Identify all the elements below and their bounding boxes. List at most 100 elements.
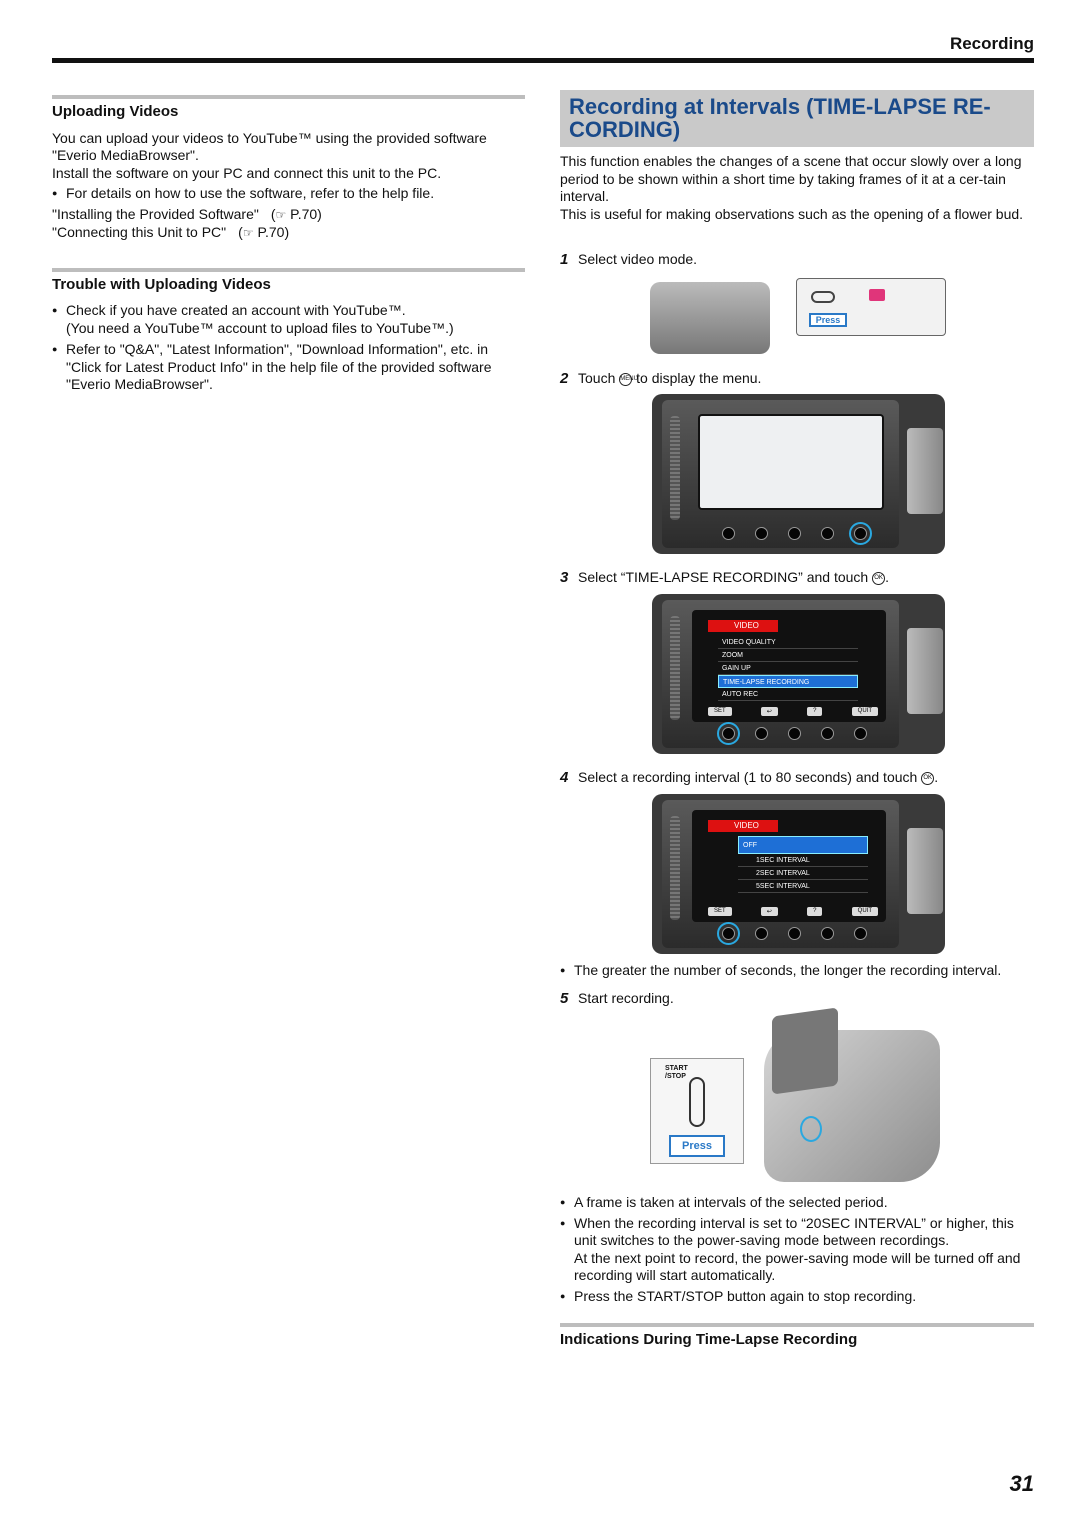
set-button[interactable]: SET bbox=[708, 907, 732, 916]
indications-heading: Indications During Time-Lapse Recording bbox=[560, 1323, 1034, 1348]
camera-screen-step4: VIDEO OFF 1SEC INTERVAL 2SEC INTERVAL 5S… bbox=[652, 794, 945, 954]
start-stop-button[interactable] bbox=[689, 1077, 705, 1127]
ok-button-icon: OK bbox=[872, 571, 886, 585]
button-2[interactable] bbox=[755, 527, 768, 540]
ok-button[interactable] bbox=[717, 922, 740, 945]
button-3[interactable] bbox=[788, 727, 801, 740]
ref-installing[interactable]: "Installing the Provided Software" (☞ P.… bbox=[52, 206, 525, 225]
menu-item-selected[interactable]: TIME-LAPSE RECORDING bbox=[718, 675, 858, 688]
step-2: 2 Touch MENU to display the menu. bbox=[560, 370, 762, 387]
interval-note: The greater the number of seconds, the l… bbox=[560, 962, 1034, 980]
back-button[interactable]: ↩ bbox=[760, 707, 778, 716]
submenu-item[interactable]: 5SEC INTERVAL bbox=[738, 880, 868, 893]
lcd-menu: VIDEO VIDEO QUALITY ZOOM GAIN UP TIME-LA… bbox=[692, 610, 886, 722]
menu-list: VIDEO QUALITY ZOOM GAIN UP TIME-LAPSE RE… bbox=[718, 636, 858, 701]
camera-screen-step2 bbox=[652, 394, 945, 554]
screen-hinge bbox=[907, 628, 943, 714]
ref-connecting-label: "Connecting this Unit to PC" bbox=[52, 224, 227, 240]
step-1: 1 Select video mode. bbox=[560, 251, 698, 268]
press-label: Press bbox=[809, 313, 847, 327]
page-number: 31 bbox=[1009, 1471, 1034, 1496]
screen-hinge bbox=[907, 828, 943, 914]
submenu-item[interactable]: 2SEC INTERVAL bbox=[738, 867, 868, 880]
press-label: Press bbox=[669, 1135, 725, 1157]
intro-2: This is useful for making observations s… bbox=[560, 205, 1024, 222]
note-frame: A frame is taken at intervals of the sel… bbox=[560, 1194, 1034, 1212]
menu-item[interactable]: ZOOM bbox=[718, 649, 858, 662]
slider-strip bbox=[670, 816, 680, 920]
submenu-item[interactable]: 1SEC INTERVAL bbox=[738, 854, 868, 867]
button-2[interactable] bbox=[755, 927, 768, 940]
start-stop-label: START /STOP bbox=[665, 1065, 688, 1080]
mode-zoom-box: Press bbox=[796, 278, 946, 336]
menu-footer: SET ↩ ? QUIT bbox=[708, 907, 878, 916]
ok-button[interactable] bbox=[722, 527, 735, 540]
uploading-p2: Install the software on your PC and conn… bbox=[52, 164, 442, 181]
camcorder-lcd bbox=[772, 1007, 838, 1095]
start-stop-highlight bbox=[800, 1116, 822, 1142]
menu-title: VIDEO bbox=[708, 620, 778, 632]
step-3: 3 Select “TIME-LAPSE RECORDING” and touc… bbox=[560, 569, 889, 586]
lcd-submenu: VIDEO OFF 1SEC INTERVAL 2SEC INTERVAL 5S… bbox=[692, 810, 886, 922]
menu-button[interactable] bbox=[849, 522, 872, 545]
start-stop-zoom-box: START /STOP Press bbox=[650, 1058, 744, 1164]
right-column: Recording at Intervals (TIME-LAPSE RE-CO… bbox=[560, 90, 1034, 223]
step-4: 4 Select a recording interval (1 to 80 s… bbox=[560, 769, 939, 786]
menu-button-icon: MENU bbox=[619, 372, 638, 386]
left-column: Uploading Videos You can upload your vid… bbox=[52, 95, 525, 394]
note-power-saving-2: At the next point to record, the power-s… bbox=[574, 1249, 1021, 1284]
uploading-p1: You can upload your videos to YouTube™ u… bbox=[52, 129, 487, 164]
recording-notes: A frame is taken at intervals of the sel… bbox=[560, 1194, 1034, 1305]
reference-icon: ☞ bbox=[242, 226, 254, 240]
note-power-saving: When the recording interval is set to “2… bbox=[560, 1215, 1034, 1250]
slider-strip bbox=[670, 416, 680, 520]
button-row bbox=[717, 922, 867, 945]
video-camera-icon bbox=[869, 289, 885, 301]
menu-footer: SET ↩ ? QUIT bbox=[708, 707, 878, 716]
button-3[interactable] bbox=[788, 527, 801, 540]
lcd-blank bbox=[698, 414, 884, 510]
button-3[interactable] bbox=[788, 927, 801, 940]
quit-button[interactable]: QUIT bbox=[851, 707, 878, 716]
header-rule bbox=[52, 58, 1034, 63]
button-row bbox=[717, 722, 867, 745]
camcorder-image bbox=[650, 282, 770, 354]
menu-item[interactable]: AUTO REC bbox=[718, 688, 858, 701]
help-button[interactable]: ? bbox=[807, 907, 823, 916]
back-button[interactable]: ↩ bbox=[760, 907, 778, 916]
menu-button[interactable] bbox=[854, 927, 867, 940]
button-4[interactable] bbox=[821, 727, 834, 740]
ref-connecting-page: (☞ P.70) bbox=[238, 224, 290, 240]
ok-button-icon: OK bbox=[921, 771, 935, 785]
menu-item[interactable]: VIDEO QUALITY bbox=[718, 636, 858, 649]
quit-button[interactable]: QUIT bbox=[851, 907, 878, 916]
uploading-bullet: For details on how to use the software, … bbox=[52, 185, 525, 203]
camera-screen-step3: VIDEO VIDEO QUALITY ZOOM GAIN UP TIME-LA… bbox=[652, 594, 945, 754]
section-title: Recording bbox=[949, 34, 1034, 53]
submenu-item-selected[interactable]: OFF bbox=[738, 836, 868, 854]
menu-title: VIDEO bbox=[708, 820, 778, 832]
help-button[interactable]: ? bbox=[807, 707, 823, 716]
slider-strip bbox=[670, 616, 680, 720]
screen-hinge bbox=[907, 428, 943, 514]
ref-connecting[interactable]: "Connecting this Unit to PC" (☞ P.70) bbox=[52, 224, 525, 243]
button-4[interactable] bbox=[821, 927, 834, 940]
menu-button[interactable] bbox=[854, 727, 867, 740]
ok-button[interactable] bbox=[717, 722, 740, 745]
ref-installing-label: "Installing the Provided Software" bbox=[52, 205, 259, 222]
reference-icon: ☞ bbox=[275, 207, 287, 222]
menu-item[interactable]: GAIN UP bbox=[718, 662, 858, 675]
intro-1: This function enables the changes of a s… bbox=[560, 153, 1022, 204]
start-recording-illustration: START /STOP Press bbox=[648, 1007, 946, 1186]
ref-installing-page: (☞ P.70) bbox=[270, 205, 322, 222]
button-2[interactable] bbox=[755, 727, 768, 740]
button-row bbox=[722, 522, 872, 545]
main-heading: Recording at Intervals (TIME-LAPSE RE-CO… bbox=[560, 90, 1034, 147]
set-button[interactable]: SET bbox=[708, 707, 732, 716]
trouble-bullet-1-note: (You need a YouTube™ account to upload f… bbox=[66, 319, 454, 336]
button-4[interactable] bbox=[821, 527, 834, 540]
note-stop: Press the START/STOP button again to sto… bbox=[560, 1288, 1034, 1306]
uploading-heading: Uploading Videos bbox=[52, 95, 525, 121]
mode-switch-icon bbox=[811, 291, 835, 303]
submenu-list: OFF 1SEC INTERVAL 2SEC INTERVAL 5SEC INT… bbox=[738, 836, 868, 893]
